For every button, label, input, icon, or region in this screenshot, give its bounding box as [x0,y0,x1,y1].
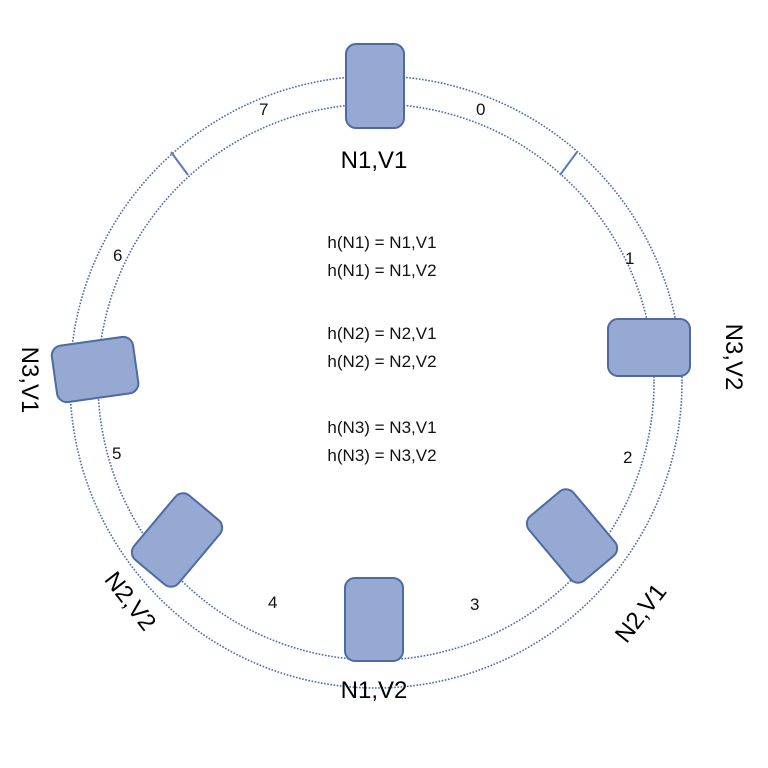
hash-mapping-line-1: h(N1) = N1,V1 [327,233,436,252]
node-box-n1-v2 [344,577,404,662]
hash-mapping-line-3: h(N2) = N2,V1 [327,324,436,343]
segment-label-6: 6 [113,246,122,265]
segment-label-2: 2 [623,448,632,467]
node-label-n1-v1: N1,V1 [341,147,408,174]
segment-label-7: 7 [259,100,268,119]
segment-label-0: 0 [476,100,485,119]
node-box-n3-v1 [50,335,140,404]
node-box-n2-v2 [130,492,224,588]
segment-label-1: 1 [625,249,634,268]
segment-label-3: 3 [470,595,479,614]
node-box-n3-v2 [607,318,691,377]
segment-label-5: 5 [112,444,121,463]
hash-mapping-line-4: h(N2) = N2,V2 [327,352,436,371]
node-label-n2-v1: N2,V1 [610,579,672,648]
hash-mapping-line-6: h(N3) = N3,V2 [327,446,436,465]
node-box-n1-v1 [345,43,405,129]
segment-divider-0-1-right [559,151,578,176]
hash-mapping-line-5: h(N3) = N3,V1 [327,418,436,437]
node-label-n1-v2: N1,V2 [341,677,408,704]
segment-label-4: 4 [268,593,277,612]
node-label-n3-v1: N3,V1 [16,347,43,414]
segment-divider-7-0-left [170,151,189,176]
hash-mapping-line-2: h(N1) = N1,V2 [327,261,436,280]
node-label-n3-v2: N3,V2 [720,324,747,391]
node-label-n2-v2: N2,V2 [99,567,161,636]
node-box-n2-v1 [525,488,619,584]
